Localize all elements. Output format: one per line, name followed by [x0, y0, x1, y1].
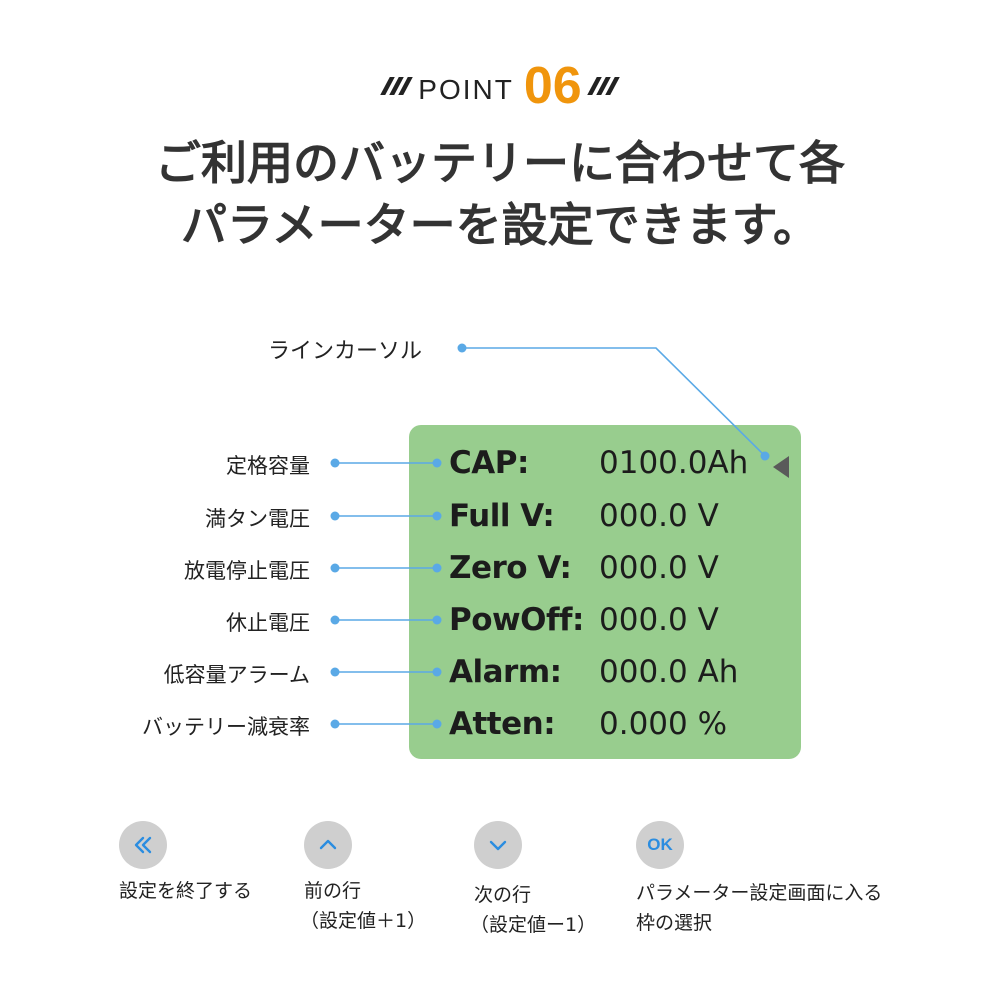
lcd-panel: CAP: 0100.0Ah Full V: 000.0 V Zero V: 00… — [409, 425, 801, 759]
lcd-key: PowOff: — [449, 602, 584, 638]
button-desc-line: 枠の選択 — [636, 912, 713, 934]
leader-dot — [432, 458, 442, 468]
chevron-up-icon — [319, 839, 337, 850]
point-number: 06 — [523, 57, 582, 115]
lcd-key: CAP: — [449, 445, 529, 481]
leader-dot — [330, 563, 340, 573]
label-battery-attenuation: バッテリー減衰率 — [142, 715, 310, 739]
leader-dot — [330, 667, 340, 677]
leader-dot — [760, 451, 770, 461]
button-desc-line: 次の行 — [474, 884, 532, 906]
label-discharge-stop-voltage: 放電停止電圧 — [184, 559, 310, 583]
button-desc-line: 前の行 — [304, 880, 362, 902]
leader-dot — [330, 719, 340, 729]
button-desc-line: （設定値ー1） — [470, 914, 597, 936]
headline-line-2: パラメーターを設定できます。 — [180, 198, 820, 252]
lcd-key: Zero V: — [449, 550, 572, 586]
leader-dot — [432, 511, 442, 521]
lcd-value: 0100.0Ah — [599, 445, 749, 481]
ok-button[interactable]: OK — [636, 821, 684, 869]
lcd-value: 000.0 V — [599, 602, 719, 638]
leader-dot — [330, 511, 340, 521]
line-cursor-icon — [773, 456, 789, 478]
lcd-key: Atten: — [449, 706, 556, 742]
lcd-key: Full V: — [449, 498, 555, 534]
lcd-value: 000.0 Ah — [599, 654, 739, 690]
chevron-down-icon — [489, 840, 507, 851]
exit-settings-button[interactable] — [119, 821, 167, 869]
next-row-button[interactable] — [474, 821, 522, 869]
lcd-key: Alarm: — [449, 654, 562, 690]
point-header: POINT 06 — [0, 58, 1000, 114]
ok-description: パラメーター設定画面に入る 枠の選択 — [636, 878, 882, 938]
line-cursor-label: ラインカーソル — [268, 339, 423, 364]
exit-settings-description: 設定を終了する — [119, 876, 252, 906]
leader-dot — [457, 343, 467, 353]
button-desc-line: 設定を終了する — [119, 880, 253, 902]
button-desc-line: パラメーター設定画面に入る — [636, 882, 883, 904]
point-word: POINT — [418, 74, 514, 105]
headline-line-1: ご利用のバッテリーに合わせて各 — [155, 136, 845, 190]
leader-dot — [330, 458, 340, 468]
label-full-voltage: 満タン電圧 — [205, 507, 310, 531]
leader-dot — [432, 563, 442, 573]
button-desc-line: （設定値＋1） — [300, 910, 427, 932]
cursor-leader-line — [462, 347, 766, 457]
double-chevron-left-icon — [134, 836, 152, 854]
leader-dot — [432, 615, 442, 625]
leader-dot — [330, 615, 340, 625]
lcd-value: 000.0 V — [599, 550, 719, 586]
label-rated-capacity: 定格容量 — [226, 454, 310, 478]
headline: ご利用のバッテリーに合わせて各 パラメーターを設定できます。 — [0, 132, 1000, 256]
leader-dot — [432, 667, 442, 677]
previous-row-description: 前の行 （設定値＋1） — [300, 876, 426, 936]
lcd-value: 000.0 V — [599, 498, 719, 534]
next-row-description: 次の行 （設定値ー1） — [470, 880, 596, 940]
leader-dot — [432, 719, 442, 729]
label-low-capacity-alarm: 低容量アラーム — [163, 663, 310, 687]
lcd-value: 0.000 % — [599, 706, 728, 742]
previous-row-button[interactable] — [304, 821, 352, 869]
label-pause-voltage: 休止電圧 — [226, 611, 310, 635]
